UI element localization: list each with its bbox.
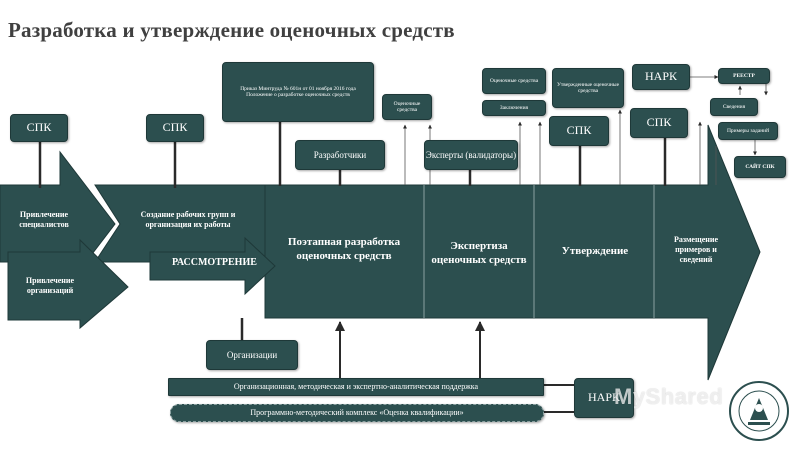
experts-box: Эксперты (валидаторы): [424, 140, 518, 170]
spk-box-4: СПК: [630, 108, 688, 138]
spk-box-3: СПК: [549, 116, 609, 146]
registry-box: РЕЕСТР: [718, 68, 770, 84]
stage-expertise: Экспертиза оценочных средств: [431, 240, 527, 266]
stage-approval: Утверждение: [561, 245, 629, 258]
order-document: Приказ Минтруда № 601н от 01 ноября 2016…: [222, 62, 374, 122]
spk-box-2: СПК: [146, 114, 204, 142]
arrow-review: [149, 236, 276, 296]
info-box: Сведения: [710, 98, 758, 116]
nark-box-top: НАРК: [632, 64, 690, 90]
create-groups-label: Создание рабочих групп и организация их …: [140, 210, 236, 229]
spk-site-box: САЙТ СПК: [734, 156, 786, 178]
institute-seal-logo: [729, 381, 789, 441]
org-support-bar: Организационная, методическая и экспертн…: [168, 378, 544, 396]
conclusions-doc: Заключения: [482, 100, 546, 116]
stage-placement: Размещение примеров и сведений: [673, 235, 719, 264]
stage-development: Поэтапная разработка оценочных средств: [287, 236, 401, 262]
watermark-text: MyShared: [614, 384, 724, 409]
task-examples-box: Примеры заданий: [718, 122, 778, 140]
spk-box-1: СПК: [10, 114, 68, 142]
attract-specialists-label: Привлечение специалистов: [19, 210, 69, 229]
attract-orgs-label: Привлечение организаций: [25, 276, 75, 295]
organizations-box: Организации: [206, 340, 298, 370]
arrow-attract-orgs: [7, 238, 129, 330]
nark-box-bottom: НАРК: [574, 378, 634, 418]
developers-box: Разработчики: [295, 140, 385, 170]
page-title: Разработка и утверждение оценочных средс…: [8, 18, 455, 42]
review-label-partial: РАССМОТРЕНИЕ: [172, 256, 257, 268]
approved-tools-doc: Утвержденные оценочные средства: [552, 68, 624, 108]
eval-tools-top-doc: Оценочные средства: [482, 68, 546, 94]
eval-tools-doc: Оценочные средства: [382, 94, 432, 120]
software-bar: Программно-методический комплекс «Оценка…: [170, 404, 544, 422]
main-process-arrow: [264, 124, 761, 381]
